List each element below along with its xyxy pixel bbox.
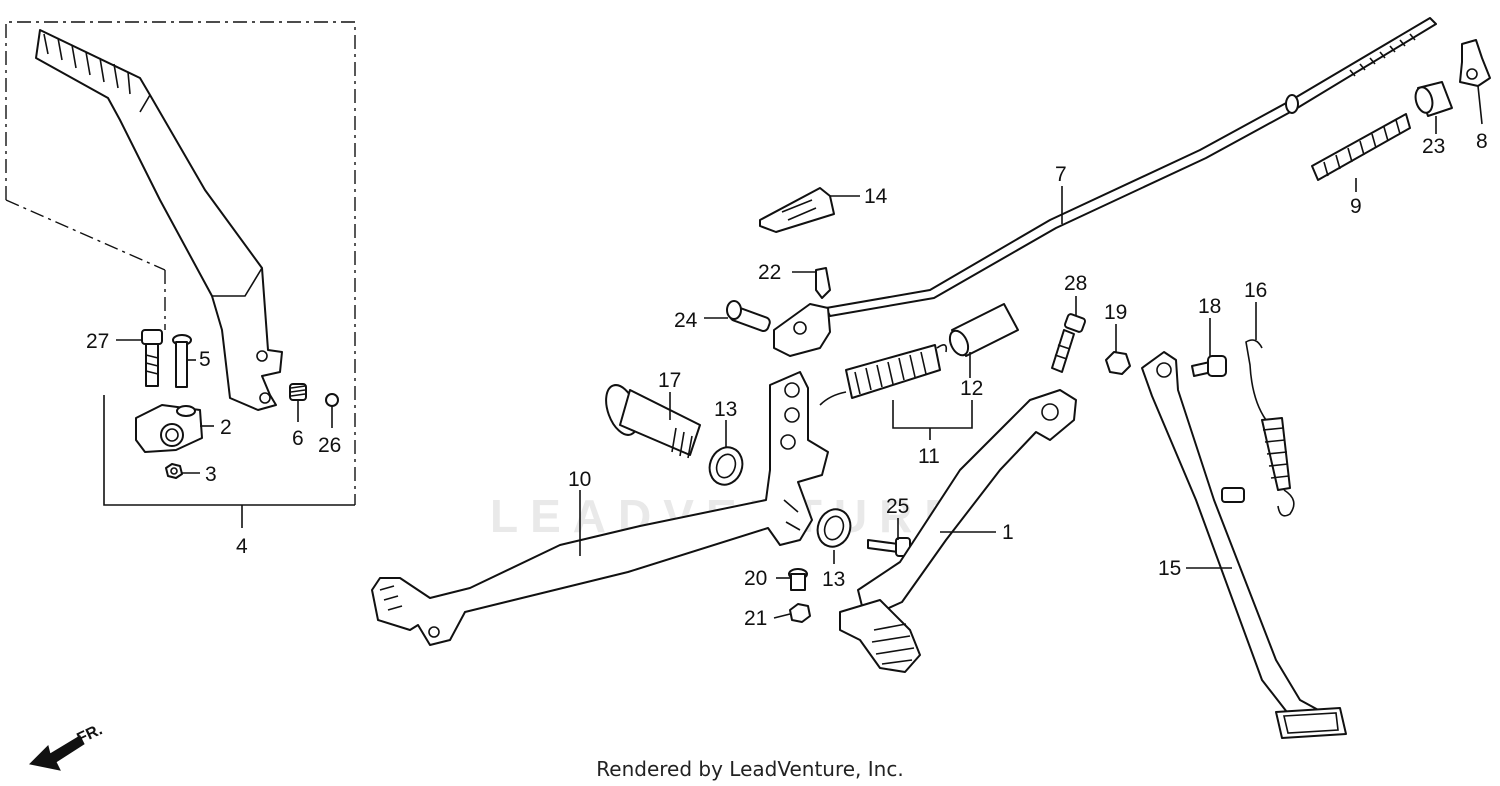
callout-27: 27 <box>86 330 109 353</box>
kick-starter-arm <box>35 29 283 411</box>
bolt-20 <box>788 568 808 591</box>
callout-19: 19 <box>1104 301 1127 324</box>
brake-rod-7 <box>825 17 1437 317</box>
joint-23 <box>1414 81 1453 117</box>
front-direction-arrow-icon: FR. <box>28 721 106 771</box>
pivot-bolt-17 <box>605 384 701 459</box>
bracket-14 <box>759 187 835 233</box>
callout-25: 25 <box>886 495 909 518</box>
callout-7: 7 <box>1055 163 1067 186</box>
callout-13-lower: 13 <box>822 568 845 591</box>
seal-13-lower <box>816 508 852 548</box>
leader-lines <box>116 85 1483 619</box>
callout-10: 10 <box>568 468 591 491</box>
cotter-pin-22 <box>815 267 831 299</box>
callout-22: 22 <box>758 261 781 284</box>
spring-16 <box>1245 339 1295 517</box>
callout-17: 17 <box>658 369 681 392</box>
spring-11 <box>819 344 973 440</box>
callout-24: 24 <box>674 309 698 332</box>
adjusting-nut-8 <box>1459 39 1491 87</box>
bolt-5 <box>172 334 192 388</box>
callout-labels: 1 2 3 4 5 6 7 8 9 10 11 12 13 13 14 15 1… <box>86 130 1488 630</box>
footer-credit: Rendered by LeadVenture, Inc. <box>596 757 903 781</box>
callout-18: 18 <box>1198 295 1221 318</box>
callout-15: 15 <box>1158 557 1181 580</box>
callout-20: 20 <box>744 567 767 590</box>
callout-11: 11 <box>918 445 940 468</box>
spring-6 <box>289 383 307 401</box>
nut-3 <box>165 463 183 479</box>
callout-5: 5 <box>199 348 211 371</box>
direction-label: FR. <box>75 721 106 747</box>
callout-16: 16 <box>1244 279 1267 302</box>
callout-14: 14 <box>864 185 888 208</box>
kick-starter-group-outline <box>5 21 356 528</box>
seal-13-upper <box>708 446 744 486</box>
bolt-27 <box>141 329 163 387</box>
pin-18 <box>1191 355 1227 377</box>
side-stand-15 <box>1141 351 1347 739</box>
brake-rod-joint <box>726 300 831 357</box>
spring-9 <box>1311 113 1411 181</box>
callout-12: 12 <box>960 377 983 400</box>
callout-6: 6 <box>292 427 304 450</box>
bolt-28 <box>1051 313 1087 373</box>
callout-4: 4 <box>236 535 248 558</box>
callout-21: 21 <box>744 607 767 630</box>
nut-19 <box>1105 351 1131 375</box>
callout-8: 8 <box>1476 130 1488 153</box>
clamp-2 <box>135 404 203 453</box>
gearshift-pedal-1 <box>839 389 1077 673</box>
callout-1: 1 <box>1002 521 1014 544</box>
callout-28: 28 <box>1064 272 1087 295</box>
callout-23: 23 <box>1422 135 1445 158</box>
callout-9: 9 <box>1350 195 1362 218</box>
callout-26: 26 <box>318 434 341 457</box>
collar-12 <box>948 303 1019 357</box>
callout-2: 2 <box>220 416 232 439</box>
ball-26 <box>325 393 339 407</box>
nut-21 <box>789 603 811 623</box>
callout-3: 3 <box>205 463 217 486</box>
callout-13-upper: 13 <box>714 398 737 421</box>
brake-pedal-10 <box>371 371 829 646</box>
